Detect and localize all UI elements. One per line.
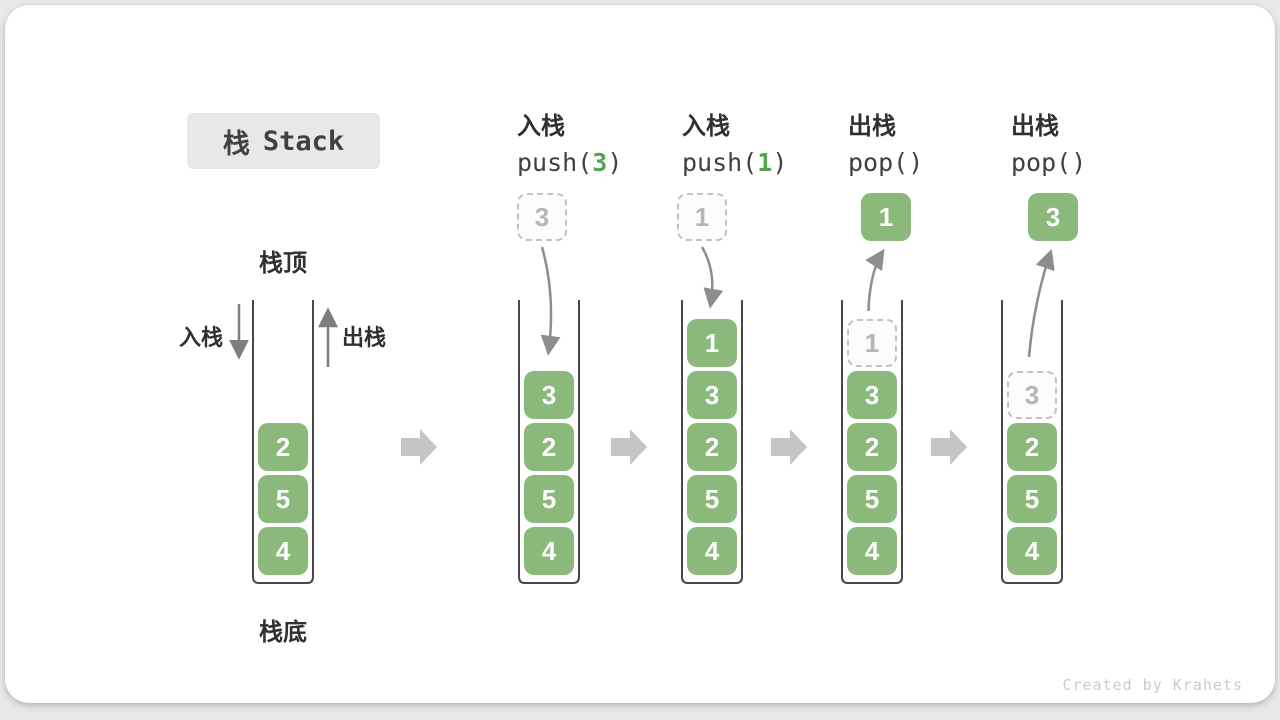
title-badge: 栈 Stack [187, 113, 380, 169]
pop-side-label: 出栈 [342, 325, 387, 350]
stack-cell: 3 [687, 371, 737, 419]
code-arg: 3 [592, 148, 608, 177]
stack-cell: 1 [687, 319, 737, 367]
code-arg: 1 [757, 148, 773, 177]
stack-cell: 4 [258, 527, 308, 575]
stack-cell: 2 [524, 423, 574, 471]
title-en: Stack [262, 125, 345, 157]
stack-cell: 3 [524, 371, 574, 419]
stack-cell: 4 [524, 527, 574, 575]
stack-bottom-label: 栈底 [259, 619, 307, 646]
credit-text: Created by Krahets [1062, 676, 1243, 694]
code-close: ) [1071, 148, 1087, 177]
stack-cell: 5 [687, 475, 737, 523]
code-close: ) [908, 148, 924, 177]
stack-cell: 2 [1007, 423, 1057, 471]
ghost-cell: 1 [847, 319, 897, 367]
ghost-cell: 3 [1007, 371, 1057, 419]
stack-cell: 2 [847, 423, 897, 471]
ghost-cell: 1 [677, 193, 727, 241]
operation-label: 出栈 [848, 113, 896, 140]
stack-cell: 2 [258, 423, 308, 471]
code-fn: pop( [848, 148, 909, 177]
stack-cell: 5 [524, 475, 574, 523]
code-close: ) [772, 148, 788, 177]
operation-code: push(1) [682, 148, 787, 177]
operation-label: 入栈 [682, 113, 730, 140]
stack-cell: 4 [687, 527, 737, 575]
operation-code: pop() [848, 148, 923, 177]
stack-top-label: 栈顶 [259, 250, 307, 277]
operation-label: 出栈 [1011, 113, 1059, 140]
stack-cell: 5 [847, 475, 897, 523]
stack-cell: 1 [861, 193, 911, 241]
code-fn: pop( [1011, 148, 1072, 177]
operation-code: push(3) [517, 148, 622, 177]
stack-cell: 5 [1007, 475, 1057, 523]
operation-header: 出栈 pop() [1011, 106, 1086, 177]
code-fn: push( [682, 148, 758, 177]
operation-code: pop() [1011, 148, 1086, 177]
operation-header: 出栈 pop() [848, 106, 923, 177]
operation-header: 入栈 push(1) [682, 106, 787, 177]
stack-cell: 4 [1007, 527, 1057, 575]
ghost-cell: 3 [517, 193, 567, 241]
stack-cell: 2 [687, 423, 737, 471]
push-side-label: 入栈 [179, 325, 224, 350]
code-fn: push( [517, 148, 593, 177]
code-close: ) [607, 148, 623, 177]
stack-cell: 4 [847, 527, 897, 575]
operation-header: 入栈 push(3) [517, 106, 622, 177]
title-zh: 栈 [222, 128, 250, 159]
operation-label: 入栈 [517, 113, 565, 140]
stack-cell: 5 [258, 475, 308, 523]
stack-cell: 3 [1028, 193, 1078, 241]
stack-cell: 3 [847, 371, 897, 419]
